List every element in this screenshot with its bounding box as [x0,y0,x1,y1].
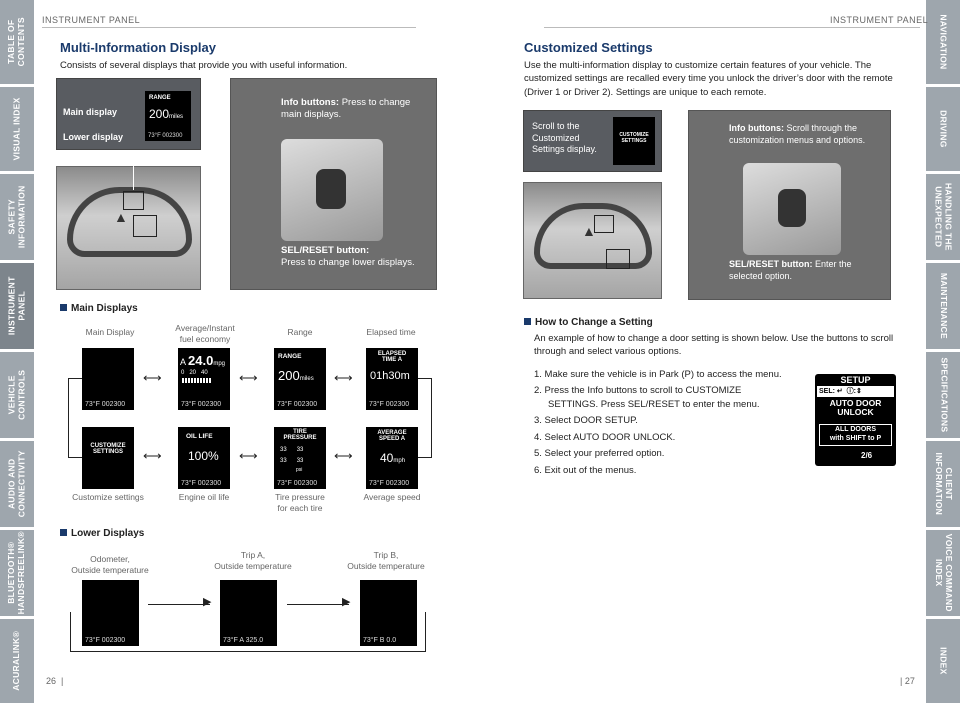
main-display-label: Main display [63,107,118,117]
tab-navigation[interactable]: NAVIGATION [926,0,960,84]
tab-specifications[interactable]: SPECIFICATIONS [926,352,960,438]
main-displays-heading: Main Displays [60,303,138,314]
display-oil-life: OIL LIFE 100% 73°F 002300 [178,427,230,489]
left-page-title: Multi-Information Display [60,40,216,55]
acura-logo-icon: ▲ [582,223,596,239]
double-arrow-icon: ⟷ [334,370,353,385]
display-customize: CUSTOMIZE SETTINGS [82,427,134,489]
tab-vehicle-controls[interactable]: VEHICLE CONTROLS [0,352,34,438]
tab-handling-unexpected[interactable]: HANDLING THE UNEXPECTED [926,174,960,260]
label-range: Range [287,327,313,337]
dashboard-photo-left: ▲ [56,166,201,290]
lower-displays-heading: Lower Displays [60,528,144,539]
display-trip-a: 73°F A 325.0 [220,580,277,646]
step-item: 3. Select DOOR SETUP. [534,415,638,427]
display-fuel-economy: A 24.0mpg 0 20 40 73°F 002300 [178,348,230,410]
label-customize: Customize settings [72,492,144,502]
label-elapsed-time: Elapsed time [366,327,416,337]
label-main-display: Main Display [85,327,135,337]
right-steering-panel: Info buttons: Scroll through the customi… [688,110,891,300]
steering-buttons-photo [281,139,383,241]
how-to-heading: How to Change a Setting [524,317,653,328]
loop-bracket-left [68,378,82,458]
display-range: RANGE 200miles 73°F 002300 [274,348,326,410]
customize-mini-display: CUSTOMIZE SETTINGS [613,117,655,165]
tab-audio-connectivity[interactable]: AUDIO AND CONNECTIVITY [0,441,34,527]
main-display-highlight [123,191,144,210]
label-odometer: Odometer, Outside temperature [71,554,149,575]
double-arrow-icon: ⟷ [143,370,162,385]
loop-bracket-right [418,378,432,458]
tab-index[interactable]: INDEX [926,619,960,703]
scroll-callout-panel: Scroll to the Customized Settings displa… [523,110,662,172]
right-steering-buttons-photo [743,163,841,255]
tab-table-of-contents[interactable]: TABLE OF CONTENTS [0,0,34,84]
acura-logo-icon: ▲ [114,209,128,225]
display-main: 73°F 002300 [82,348,134,410]
label-oil-life: Engine oil life [178,492,230,502]
double-arrow-icon: ⟷ [143,448,162,463]
tab-safety-information[interactable]: SAFETY INFORMATION [0,174,34,260]
tab-instrument-panel[interactable]: INSTRUMENT PANEL [0,263,34,349]
double-arrow-icon: ⟷ [239,448,258,463]
step-item: 4. Select AUTO DOOR UNLOCK. [534,431,676,443]
right-page-title: Customized Settings [524,40,653,55]
step-item: 1. Make sure the vehicle is in Park (P) … [534,369,782,380]
page-number-right: | 27 [900,676,915,686]
step-item: 6. Exit out of the menus. [534,464,637,476]
left-intro: Consists of several displays that provid… [60,60,348,71]
step-item: 5. Select your preferred option. [534,448,665,460]
arrow-right-icon: ▶ [203,596,212,608]
display-callout-panel: Main display Lower display RANGE 200mile… [56,78,201,150]
tab-bluetooth[interactable]: BLUETOOTH® HANDSFREELINK® [0,530,34,616]
double-arrow-icon: ⟷ [334,448,353,463]
steering-buttons-panel: Info buttons: Press to change main displ… [230,78,437,290]
right-intro: Use the multi-information display to cus… [524,60,893,98]
label-average-speed: Average speed [363,492,421,502]
label-fuel-economy: Average/Instant fuel economy [175,323,235,344]
display-odometer: 73°F 002300 [82,580,139,646]
lower-display-label: Lower display [63,132,124,142]
info-buttons-highlight [133,215,157,237]
left-header: INSTRUMENT PANEL [42,15,141,25]
tab-acuralink[interactable]: ACURALINK® [0,619,34,703]
right-header: INSTRUMENT PANEL [830,15,929,25]
display-elapsed-time: ELAPSED TIME A 01h30m 73°F 002300 [366,348,418,410]
callout-display: RANGE 200miles 73°F 002300 [145,91,191,141]
tab-client-information[interactable]: CLIENT INFORMATION [926,441,960,527]
steps-list: 1. Make sure the vehicle is in Park (P) … [534,368,794,480]
display-average-speed: AVERAGE SPEED A 40mph 73°F 002300 [366,427,418,489]
display-tire-pressure: TIRE PRESSURE 33 33 33 33 psi 73°F 00230… [274,427,326,489]
step-item: 2. Press the Info buttons to scroll to C… [534,385,760,410]
arrow-right-icon: ▶ [342,596,351,608]
page-number-left: 26 | [46,676,64,686]
label-trip-b: Trip B, Outside temperature [347,550,425,571]
loop-bracket-lower [70,612,426,652]
how-to-intro: An example of how to change a door setti… [534,333,894,358]
tab-voice-command-index[interactable]: VOICE COMMAND INDEX [926,530,960,616]
tab-driving[interactable]: DRIVING [926,87,960,171]
dashboard-photo-right: ▲ [523,182,662,299]
tab-maintenance[interactable]: MAINTENANCE [926,263,960,349]
tab-visual-index[interactable]: VISUAL INDEX [0,87,34,171]
display-trip-b: 73°F B 0.0 [360,580,417,646]
label-tire-pressure: Tire pressure for each tire [275,492,325,513]
label-trip-a: Trip A, Outside temperature [214,550,292,571]
double-arrow-icon: ⟷ [239,370,258,385]
